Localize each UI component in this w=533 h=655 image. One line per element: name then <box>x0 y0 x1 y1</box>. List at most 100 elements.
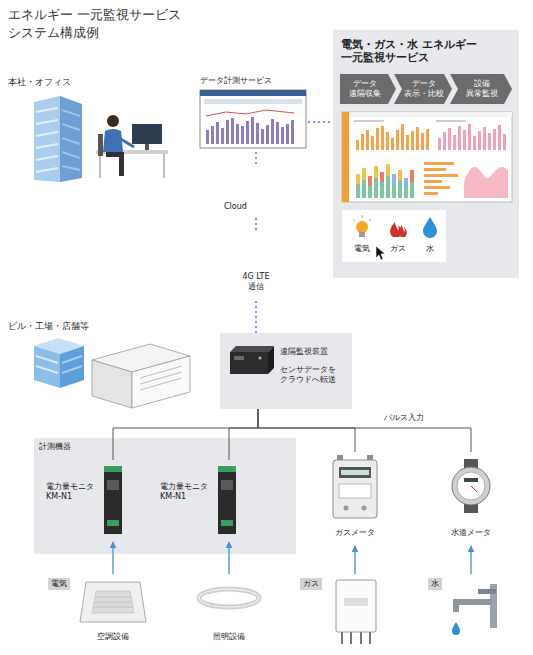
node-text: 遠隔監視装置 <box>280 347 328 357</box>
cloud-node: Cloud <box>220 164 292 218</box>
text-slot: 遠隔監視装置 <box>280 347 348 357</box>
monitoring-screenshot <box>398 180 402 198</box>
connector <box>255 218 257 230</box>
mouse-cursor <box>376 246 385 260</box>
site-building <box>60 346 84 388</box>
office-worker <box>107 115 119 127</box>
office-building <box>36 108 58 112</box>
mouse-cursor <box>376 246 385 260</box>
connector <box>354 546 356 574</box>
dashboard-screenshot <box>291 120 294 144</box>
remote-monitor-device <box>230 346 274 374</box>
connector <box>258 409 471 452</box>
node-text: Cloud <box>224 202 247 212</box>
water-meter-device <box>471 486 477 492</box>
chevron-shape <box>340 74 396 104</box>
monitoring-screenshot <box>478 131 481 150</box>
monitoring-screenshot <box>498 125 501 150</box>
water-meter-device <box>457 472 485 500</box>
dashboard-screenshot <box>226 120 229 144</box>
node-text: 水 <box>426 244 434 254</box>
dashboard-screenshot <box>206 110 294 116</box>
monitoring-screenshot <box>416 127 419 150</box>
monitoring-screenshot <box>362 168 366 180</box>
light-ring <box>199 589 259 607</box>
office-worker <box>132 124 162 144</box>
monitoring-screenshot <box>483 127 486 150</box>
electricity-icon <box>356 221 368 233</box>
node-text: 水道メータ <box>451 528 491 538</box>
node-text: 水 <box>428 578 442 590</box>
monitoring-screenshot <box>374 166 378 178</box>
node-text: ガス <box>390 244 406 254</box>
water-meter-device <box>452 467 490 505</box>
node-text: データ 表示・比較 <box>403 79 445 99</box>
site-building <box>36 366 58 373</box>
site-cabinet <box>92 360 132 408</box>
monitoring-screenshot <box>380 172 384 182</box>
gas-meter-device <box>344 506 349 511</box>
text-slot: 本社・オフィス <box>8 77 118 88</box>
water-heater-unit <box>360 632 362 644</box>
monitoring-screenshot <box>391 138 394 150</box>
water-heater-unit <box>369 632 371 644</box>
monitoring-screenshot <box>424 180 442 183</box>
remote-monitor-device <box>234 356 244 360</box>
faucet: 水 <box>424 574 516 648</box>
monitoring-screenshot <box>424 174 458 177</box>
title-slot: エネルギー 一元監視サービス システム構成例 <box>8 6 208 41</box>
text-slot: 電力量モニタ KM-N1 <box>46 482 100 502</box>
dashboard-screenshot <box>261 129 264 144</box>
faucet-unit <box>478 589 496 594</box>
office-worker <box>103 129 123 152</box>
node-text: 電力量モニタ KM-N1 <box>160 482 214 502</box>
text-slot: 空調設備 <box>83 632 143 642</box>
monitoring-screenshot <box>443 132 446 150</box>
power-monitor-device <box>218 466 236 472</box>
faucet-unit <box>452 622 460 635</box>
monitoring-screenshot <box>349 112 512 117</box>
monitoring-screenshot <box>356 184 360 198</box>
dashboard-screenshot <box>221 128 224 144</box>
dashboard-screenshot <box>231 118 234 144</box>
text-slot: データ計測サービス <box>200 76 304 86</box>
monitoring-screenshot <box>342 112 512 202</box>
node-text: ガスメータ <box>335 528 375 538</box>
text-slot: ビル・工場・店舗等 <box>8 321 128 332</box>
dashboard-screenshot <box>271 119 274 144</box>
feature-chevron: データ 遠隔収集 <box>340 74 396 104</box>
node-text: 本社・オフィス <box>8 77 71 88</box>
node-text: ガス <box>300 578 322 590</box>
dashboard-screenshot <box>276 122 279 144</box>
monitoring-screenshot <box>453 135 456 150</box>
connector <box>470 546 472 574</box>
monitoring-screenshot <box>406 135 409 150</box>
office-building <box>36 168 58 172</box>
site-cabinet <box>140 366 182 378</box>
remote-monitor-device <box>230 346 274 352</box>
power-monitor-device <box>221 480 233 490</box>
monitoring-screenshot <box>411 131 414 150</box>
monitoring-screenshot <box>464 167 508 198</box>
node-text: ビル・工場・店舗等 <box>8 321 89 332</box>
dashboard-screenshot <box>204 99 302 104</box>
power-monitor-device <box>107 520 119 526</box>
monitoring-screenshot <box>424 168 446 171</box>
light-ring <box>199 589 259 607</box>
monitoring-screenshot <box>386 176 390 198</box>
monitoring-screenshot <box>392 184 396 198</box>
office-worker <box>96 115 168 178</box>
dashboard-screenshot <box>266 125 269 144</box>
electricity-icon <box>362 215 363 218</box>
electricity-icon <box>359 232 365 237</box>
gas-meter-device <box>333 455 377 518</box>
monitoring-screenshot <box>488 133 491 150</box>
site-cabinet <box>92 344 190 408</box>
monitoring-screenshot <box>473 136 476 150</box>
node-text: 電力量モニタ KM-N1 <box>46 482 100 502</box>
text-slot: 電気 <box>48 578 78 590</box>
connector <box>308 121 333 123</box>
water-heater-unit <box>336 580 376 632</box>
monitoring-screenshot <box>503 134 506 150</box>
signal-label: パルス入力 <box>384 413 424 423</box>
